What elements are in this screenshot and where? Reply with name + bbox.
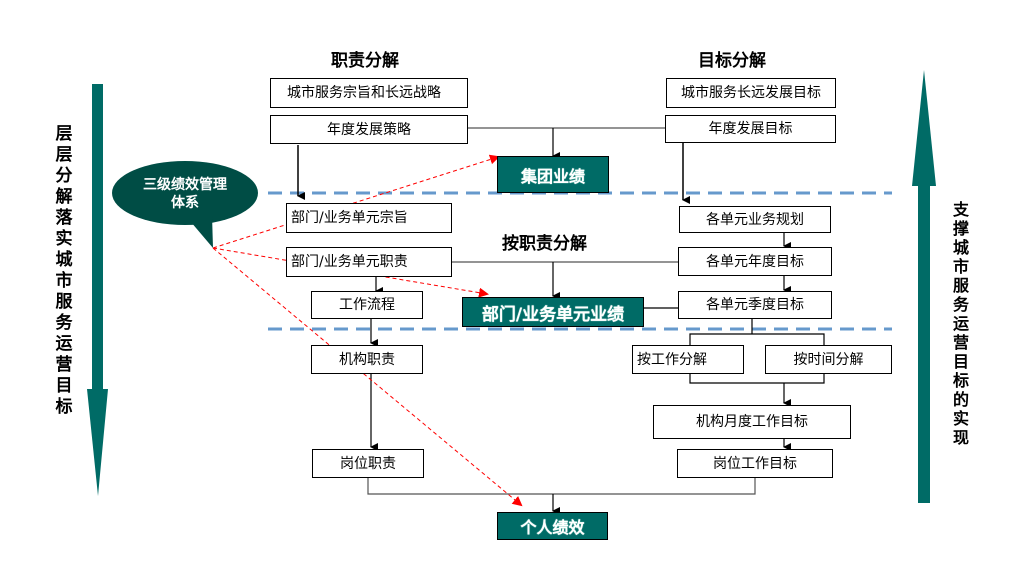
box-unit-business-plan: 各单元业务规划 <box>679 206 831 233</box>
box-unit-duties: 部门/业务单元职责 <box>286 247 452 277</box>
box-by-work: 按工作分解 <box>632 345 744 374</box>
box-mission-strategy: 城市服务宗旨和长远战略 <box>270 78 468 108</box>
box-annual-goal: 年度发展目标 <box>665 115 836 143</box>
right-arrow-label: 支撑城市服务运营目标的实现 <box>952 200 969 447</box>
unit-performance-box: 部门/业务单元业绩 <box>462 297 644 327</box>
callout-bubble <box>112 161 258 248</box>
callout-pointers <box>212 154 523 507</box>
group-performance-box: 集团业绩 <box>497 156 609 193</box>
box-unit-quarterly-goal: 各单元季度目标 <box>678 291 832 319</box>
heading-responsibility: 职责分解 <box>331 51 399 71</box>
box-post-work-goal: 岗位工作目标 <box>677 449 833 478</box>
callout-text: 三级绩效管理 体系 <box>120 176 250 212</box>
right-up-arrow <box>912 70 936 503</box>
box-unit-mission: 部门/业务单元宗旨 <box>286 203 452 233</box>
heading-goal: 目标分解 <box>698 51 766 71</box>
callout-line-1: 三级绩效管理 <box>143 177 227 193</box>
box-org-duties: 机构职责 <box>311 345 423 374</box>
box-by-time: 按时间分解 <box>765 345 892 374</box>
box-annual-strategy: 年度发展策略 <box>270 115 468 144</box>
box-workflow: 工作流程 <box>311 291 423 319</box>
box-post-duties: 岗位职责 <box>312 449 424 478</box>
box-unit-annual-goal: 各单元年度目标 <box>678 247 832 276</box>
heading-by-responsibility: 按职责分解 <box>502 234 587 254</box>
box-org-monthly-goal: 机构月度工作目标 <box>653 405 851 439</box>
box-long-term-goal: 城市服务长远发展目标 <box>666 78 836 108</box>
left-arrow-label: 层层分解落实城市服务运营目标 <box>55 124 73 417</box>
individual-performance-box: 个人绩效 <box>497 512 608 540</box>
left-down-arrow <box>87 84 108 496</box>
callout-line-2: 体系 <box>171 195 199 211</box>
